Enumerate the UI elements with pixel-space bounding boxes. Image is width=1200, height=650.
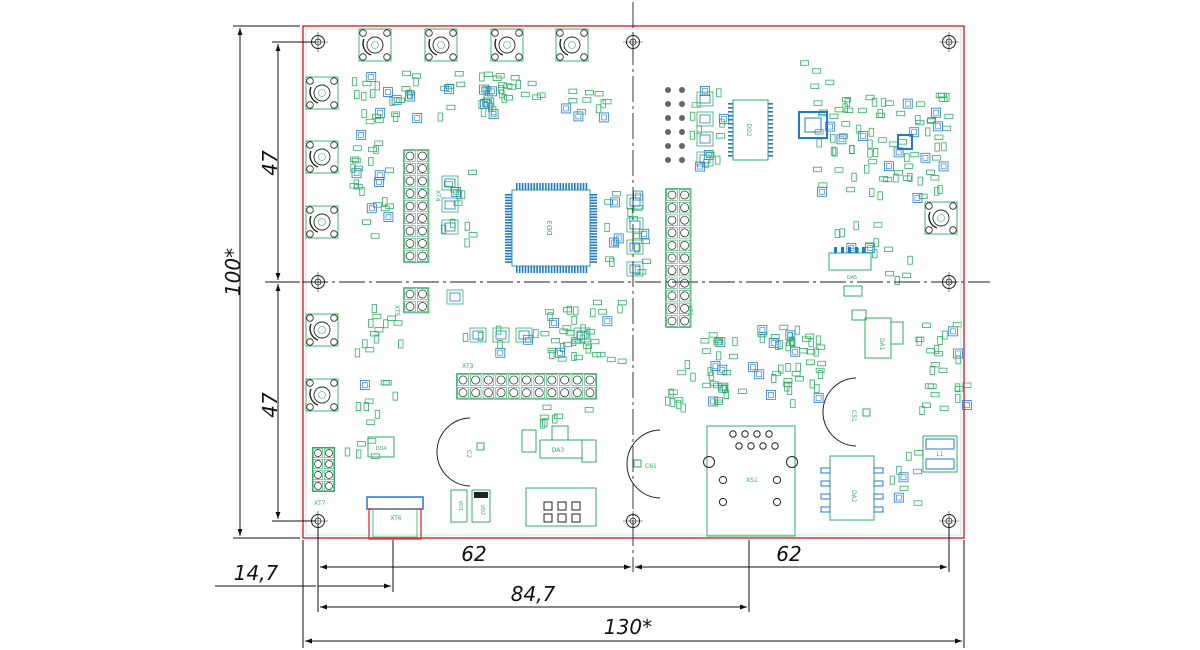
chip-dd2: DD2 bbox=[728, 99, 773, 161]
dim-height-total: 100* bbox=[221, 248, 245, 296]
dim-height-upper: 47 bbox=[258, 150, 282, 176]
dim-span-right: 62 bbox=[776, 542, 801, 566]
regulator-da2: DA2 bbox=[820, 455, 884, 521]
dimensions bbox=[215, 25, 965, 648]
l1-label: L1 bbox=[936, 451, 943, 458]
regulator-da3: DA3 bbox=[521, 425, 597, 463]
xt5-label: XT5 bbox=[393, 305, 400, 317]
capacitor-c2: C2 bbox=[436, 417, 485, 487]
da5-label: DA5 bbox=[847, 275, 857, 281]
diodes: VD1 VD2 bbox=[450, 489, 491, 523]
ethernet-jack-xs1: XS1 bbox=[703, 425, 798, 537]
da3-label: DA3 bbox=[552, 447, 565, 454]
regulator-da5: DA5 bbox=[828, 247, 872, 297]
c61-label: C61 bbox=[645, 463, 657, 470]
dd2-label: DD2 bbox=[745, 123, 752, 136]
xs1-label: XS1 bbox=[746, 477, 758, 484]
dim-span-long: 84,7 bbox=[511, 582, 556, 606]
cpu-label: DD3 bbox=[546, 220, 554, 235]
xt6-label: XT6 bbox=[390, 515, 402, 522]
pin-headers bbox=[312, 149, 692, 492]
xt1-label: XT1 bbox=[686, 305, 693, 317]
vd2-label: VD2 bbox=[479, 505, 485, 515]
inductor-l1: L1 bbox=[922, 435, 958, 473]
da2-label: DA2 bbox=[850, 490, 857, 503]
da1-label: DA1 bbox=[878, 338, 885, 351]
xt4-label: XT4 bbox=[434, 190, 441, 202]
power-connector bbox=[525, 487, 597, 527]
regulator-da1: DA1 bbox=[851, 309, 904, 359]
dd4-label: DD4 bbox=[376, 446, 387, 452]
xt7-label: XT7 bbox=[314, 500, 326, 507]
cpu-dd3: DD3 bbox=[505, 183, 597, 273]
dim-span-mid: 62 bbox=[461, 542, 486, 566]
dim-width-total: 130* bbox=[604, 615, 652, 639]
mounting-holes bbox=[308, 32, 959, 531]
qfn-chip-top-right bbox=[798, 111, 913, 150]
c51-label: C51 bbox=[850, 410, 857, 422]
small-components-layer bbox=[344, 60, 972, 506]
vd1-label: VD1 bbox=[457, 501, 463, 511]
dim-offset-left: 14,7 bbox=[234, 561, 279, 585]
xt3-label: XT3 bbox=[462, 363, 474, 370]
chip-dd4: DD4 bbox=[367, 436, 395, 458]
c2-label: C2 bbox=[465, 450, 472, 458]
dim-height-lower: 47 bbox=[258, 392, 282, 418]
usb-connector-xt6: XT6 bbox=[366, 496, 424, 540]
capacitor-c61: C61 bbox=[626, 429, 661, 499]
tactile-switches bbox=[305, 28, 958, 412]
capacitor-c51: C51 bbox=[822, 377, 871, 447]
